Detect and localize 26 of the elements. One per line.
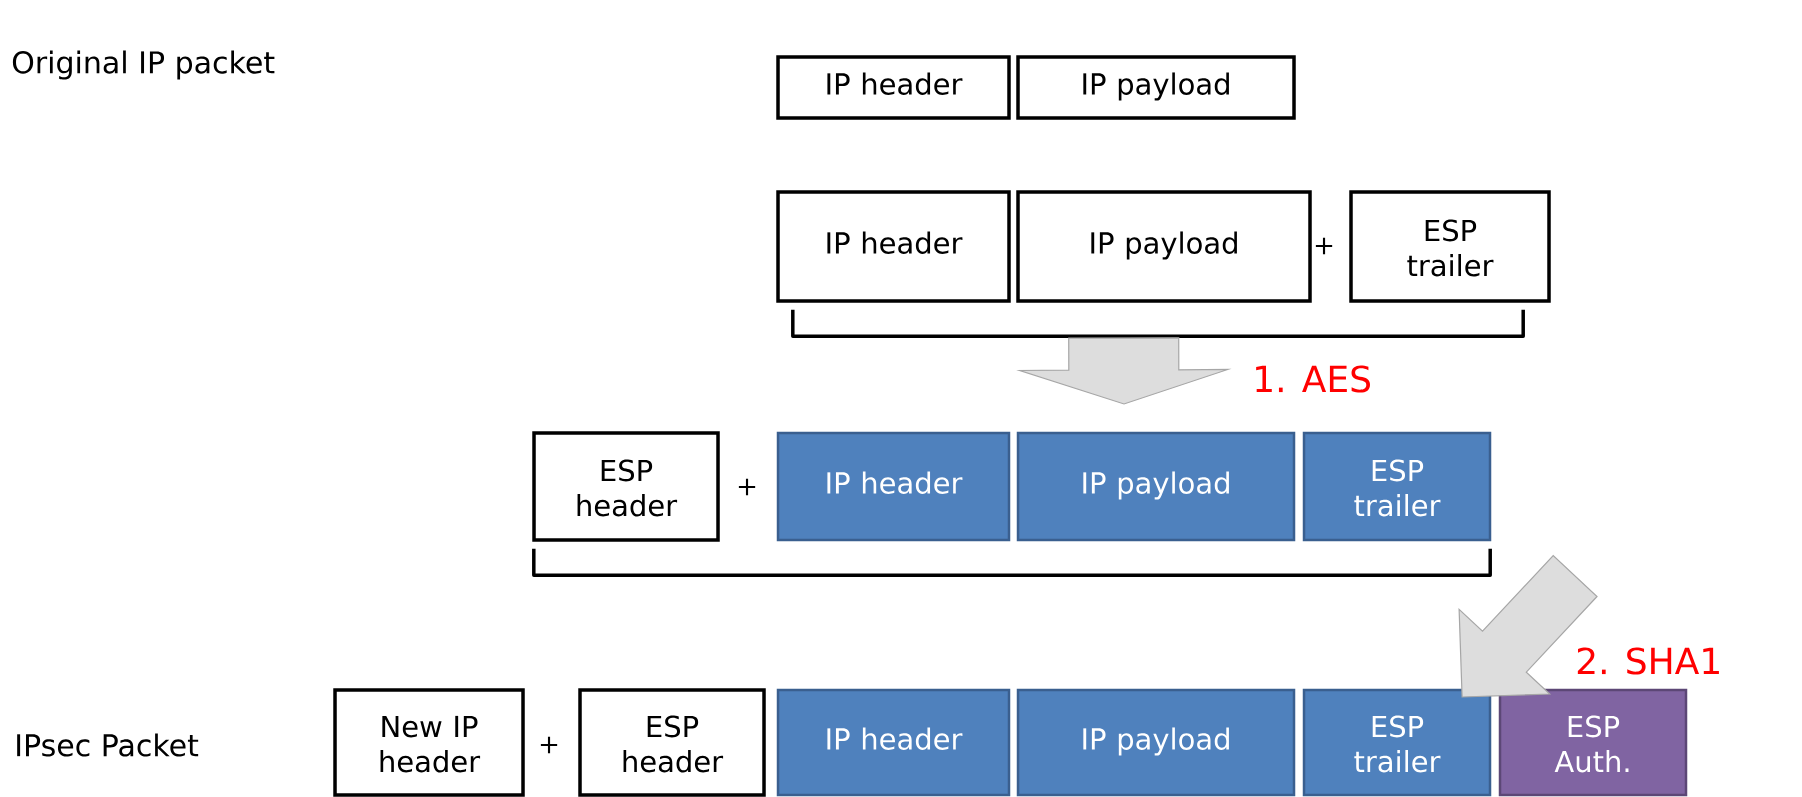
encrypted-field: ESP trailer	[1302, 688, 1492, 797]
encrypted-field: IP payload	[1016, 431, 1296, 542]
row-title: Original IP packet	[12, 50, 275, 80]
block-arrow	[1016, 337, 1232, 405]
row-title: IPsec Packet	[17, 733, 199, 757]
step-label: 2. SHA1	[1577, 647, 1719, 675]
packet-field: IP header	[776, 190, 1011, 303]
packet-field: ESP header	[578, 688, 766, 797]
encrypted-field: IP header	[776, 431, 1011, 542]
packet-field: ESP header	[532, 431, 720, 542]
plus-sign: +	[738, 478, 756, 496]
packet-field: IP payload	[1016, 190, 1312, 303]
plus-sign: +	[1315, 237, 1333, 255]
bracket	[791, 309, 1525, 338]
packet-field: IP payload	[1016, 55, 1296, 120]
bracket	[532, 548, 1492, 577]
packet-field: New IP header	[333, 688, 525, 797]
encrypted-field: IP header	[776, 688, 1011, 797]
encrypted-field: ESP trailer	[1302, 431, 1492, 542]
packet-field: IP header	[776, 55, 1011, 120]
encrypted-field: IP payload	[1016, 688, 1296, 797]
packet-field: ESP trailer	[1349, 190, 1551, 303]
plus-sign: +	[540, 736, 558, 754]
auth-field: ESP Auth.	[1498, 688, 1688, 797]
block-arrow	[1458, 554, 1598, 698]
step-label: 1. AES	[1256, 365, 1370, 393]
